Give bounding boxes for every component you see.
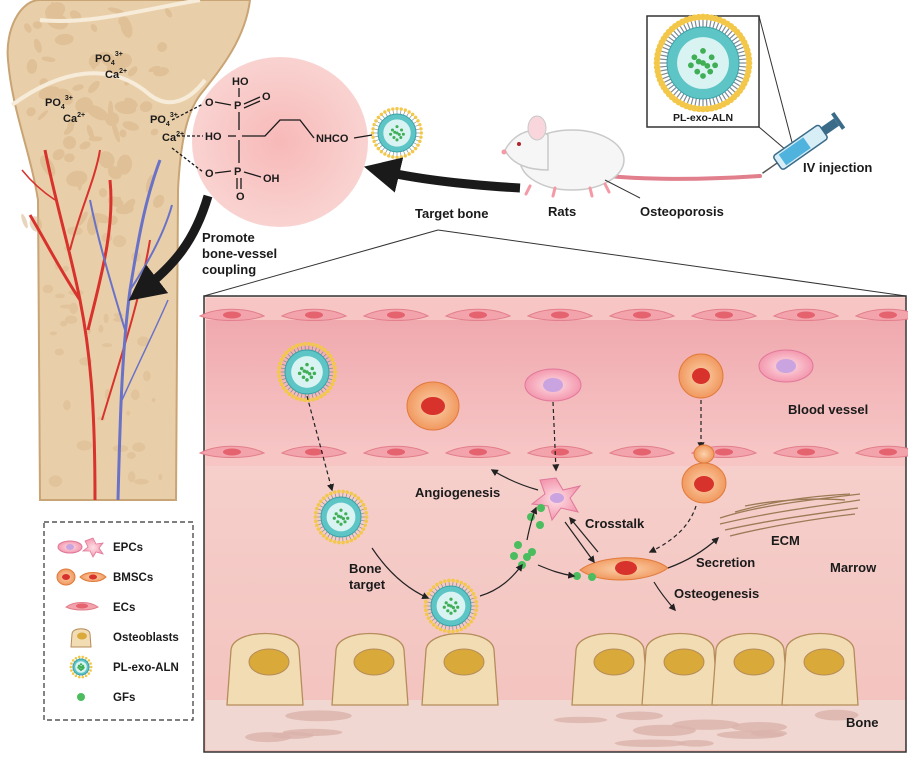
nhco-label: NHCO bbox=[316, 133, 349, 145]
legend-label: EPCs bbox=[113, 542, 143, 554]
bmsc-circulating bbox=[679, 354, 723, 398]
osteogenesis-label: Osteogenesis bbox=[674, 586, 759, 601]
secretion-label: Secretion bbox=[696, 555, 755, 570]
bone-floor bbox=[206, 700, 905, 750]
promote-label-2: bone-vessel bbox=[202, 246, 277, 261]
zoom-panel: Blood vessel Angiogenesis Crosstalk Secr… bbox=[200, 296, 908, 752]
ho-label: HO bbox=[232, 76, 249, 88]
bmsc-circulating bbox=[407, 382, 459, 430]
pl-exo-aln-inset-label: PL-exo-ALN bbox=[673, 112, 733, 124]
exosome-icon bbox=[371, 107, 423, 159]
rats-label: Rats bbox=[548, 204, 576, 219]
bone-target-label-2: target bbox=[349, 577, 386, 592]
osteoporosis-label: Osteoporosis bbox=[640, 204, 724, 219]
ecm-label: ECM bbox=[771, 533, 800, 548]
bone-label: Bone bbox=[846, 715, 879, 730]
legend-label: GFs bbox=[113, 692, 135, 704]
epc-circulating bbox=[759, 350, 813, 382]
target-bone-label: Target bone bbox=[415, 206, 488, 221]
exosome-inset: PL-exo-ALN bbox=[647, 14, 793, 150]
crosstalk-label: Crosstalk bbox=[585, 516, 645, 531]
endothelial-cells bbox=[200, 309, 908, 320]
p-label: P bbox=[234, 166, 241, 178]
target-bone-arrow bbox=[378, 170, 520, 188]
promote-label-3: coupling bbox=[202, 262, 256, 277]
legend-label: Osteoblasts bbox=[113, 632, 179, 644]
exosome-icon bbox=[277, 342, 337, 402]
p-label: P bbox=[234, 100, 241, 112]
legend-label: ECs bbox=[113, 602, 135, 614]
o-double-label: O bbox=[262, 91, 271, 103]
blood-vessel-label: Blood vessel bbox=[788, 402, 868, 417]
marrow-label: Marrow bbox=[830, 560, 877, 575]
legend-label: PL-exo-ALN bbox=[113, 662, 179, 674]
legend-label: BMSCs bbox=[113, 572, 153, 584]
angiogenesis-label: Angiogenesis bbox=[415, 485, 500, 500]
endothelial-cells bbox=[200, 446, 908, 457]
o-double-label: O bbox=[236, 191, 245, 203]
o-label: O bbox=[205, 97, 214, 109]
o-label: O bbox=[205, 168, 214, 180]
oh-label: OH bbox=[263, 173, 280, 185]
epc-circulating bbox=[525, 369, 581, 401]
zoom-line bbox=[438, 230, 906, 296]
promote-label-1: Promote bbox=[202, 230, 255, 245]
bone-target-label-1: Bone bbox=[349, 561, 382, 576]
rat-icon bbox=[502, 116, 761, 198]
ho-mid-label: HO bbox=[205, 131, 222, 143]
iv-injection-label: IV injection bbox=[803, 160, 872, 175]
